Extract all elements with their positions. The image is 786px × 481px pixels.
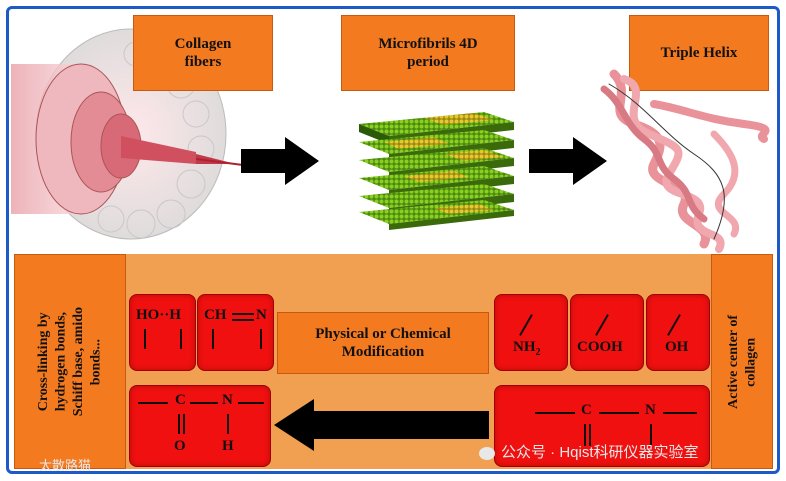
microfibrils-label: Microfibrils 4D period <box>341 15 515 91</box>
collagen-fibers-label: Collagen fibers <box>133 15 273 91</box>
watermark-left: 太散路猫 <box>39 458 92 473</box>
triple-helix-text: Triple Helix <box>660 45 738 61</box>
oh-text: OH <box>665 339 689 355</box>
right-side-panel: Active center of collagen <box>711 254 773 469</box>
arrow-left <box>274 399 489 451</box>
amide-o-text: O <box>174 438 186 454</box>
nh2-subscript: 2 <box>535 347 541 358</box>
cooh-text: COOH <box>577 339 623 355</box>
nh2-main: NH <box>513 339 536 355</box>
left-side-line4: bonds... <box>88 338 104 385</box>
microfibril-stack-illustration <box>359 112 514 230</box>
amide-h-text: H <box>222 438 234 454</box>
microfibrils-line1: Microfibrils 4D <box>378 36 478 52</box>
amide-bond-box: C N O H <box>129 385 271 467</box>
left-side-line1: Cross-linking by <box>36 312 51 411</box>
right-c-text: C <box>581 402 592 418</box>
triple-helix-label: Triple Helix <box>629 15 769 91</box>
cooh-box: COOH <box>570 294 644 371</box>
ho-h-text: HO··H <box>136 307 182 323</box>
modification-line1: Physical or Chemical <box>315 326 451 342</box>
collagen-fibers-line2: fibers <box>184 54 222 70</box>
triple-helix-illustration <box>600 69 770 253</box>
schiff-base-box: CH N <box>197 294 274 371</box>
amide-c-text: C <box>175 392 186 408</box>
diagram-frame: Collagen fibers Microfibrils 4D period Tri… <box>6 6 780 474</box>
right-side-line1: Active center of <box>725 314 741 409</box>
oh-box: OH <box>646 294 710 371</box>
left-side-line3: Schiff base, amido <box>71 306 86 417</box>
amide-n-text: N <box>222 392 233 408</box>
watermark-right-text: 公众号 · Hqist科研仪器实验室 <box>501 444 699 461</box>
nh2-text: NH2 <box>513 339 541 358</box>
modification-line2: Modification <box>341 344 425 360</box>
wechat-icon <box>479 446 495 460</box>
left-side-panel: Cross-linking by hydrogen bonds, Schiff … <box>14 254 126 469</box>
active-center-amide-box: C N <box>494 385 710 467</box>
nh2-box: NH2 <box>494 294 568 371</box>
arrow-right-1 <box>241 137 319 185</box>
n-text: N <box>256 307 267 323</box>
microfibrils-line2: period <box>407 54 449 70</box>
right-n-text: N <box>645 402 656 418</box>
collagen-fibers-line1: Collagen <box>174 36 232 52</box>
watermark-right: 公众号 · Hqist科研仪器实验室 <box>479 441 699 462</box>
left-side-line2: hydrogen bonds, <box>53 311 69 412</box>
hydrogen-bond-box: HO··H <box>129 294 196 371</box>
arrow-right-2 <box>529 137 607 185</box>
right-side-line2: collagen <box>743 337 758 386</box>
ch-text: CH <box>204 307 227 323</box>
